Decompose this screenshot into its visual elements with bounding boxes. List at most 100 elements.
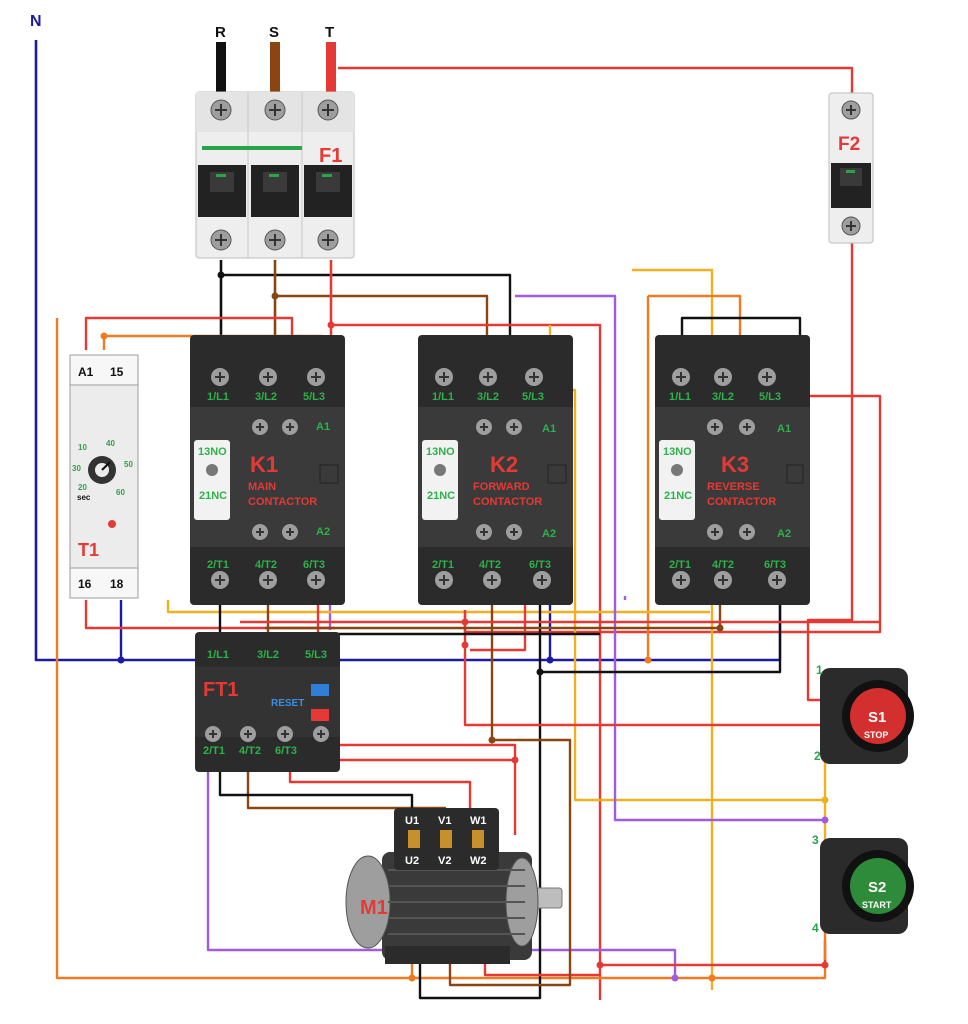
black-h-run	[540, 600, 782, 674]
motor-w1: W1	[470, 815, 487, 827]
k1-term-5l3: 5/L3	[303, 391, 325, 403]
purple-wire-1	[515, 294, 825, 822]
timer-label: T1	[78, 540, 99, 560]
neutral-wire	[34, 40, 195, 662]
k3-term-3l2: 3/L2	[712, 391, 734, 403]
k2-coil-a2: A2	[542, 528, 556, 540]
timer-terminal-a1: A1	[78, 365, 94, 379]
timer-t1[interactable]: A1 15 16 18 10 20 30 40 50 60 sec T1	[69, 354, 139, 599]
k2-aux-no: 13NO	[426, 446, 455, 458]
timer-dial[interactable]	[88, 456, 116, 484]
red-run-2	[320, 743, 517, 835]
timer-dial-10: 10	[78, 443, 87, 452]
timer-orange-bottom	[55, 318, 414, 980]
k2-screws	[435, 368, 551, 589]
k2-term-3l2: 3/L2	[477, 391, 499, 403]
phase-s-label: S	[269, 24, 279, 41]
motor-u1: U1	[405, 815, 419, 827]
k2-aux-nc: 21NC	[427, 490, 455, 502]
ft1-reset-label: RESET	[271, 698, 304, 709]
k3-id: K3	[721, 452, 749, 477]
yellow-wire-3	[166, 600, 710, 614]
k3-coil-a2: A2	[777, 528, 791, 540]
f1-screws	[210, 99, 339, 251]
junction-dots	[100, 271, 829, 982]
k2-term-1l1: 1/L1	[432, 391, 454, 403]
k1-top-screws	[211, 368, 325, 589]
phase-s-k2-wire	[275, 294, 489, 340]
k3-name-2: CONTACTOR	[707, 496, 776, 508]
stop-term-2: 2	[814, 749, 821, 763]
start-button-name: START	[862, 900, 892, 910]
k1-term-1l1: 1/L1	[207, 391, 229, 403]
phase-r-k2-wire	[221, 273, 512, 340]
ft1-term-6t3: 6/T3	[275, 745, 297, 757]
timer-dial-50: 50	[124, 460, 133, 469]
k2-name-2: CONTACTOR	[473, 496, 542, 508]
f1-label: F1	[319, 145, 342, 167]
overload-ft1[interactable]: 1/L1 3/L2 5/L3 FT1 RESET 2/T1 4/T2 6/T3	[195, 632, 340, 772]
start-button-s2[interactable]: S2 START 3 4	[812, 833, 914, 935]
contactor-k1[interactable]: 13NO 21NC 1/L1 3/L2 5/L3 2/T1 4/T2 6/T3 …	[190, 335, 345, 605]
neutral-k3-wire	[550, 600, 782, 662]
motor-terminal-lugs	[408, 830, 484, 848]
phase-r-label: R	[215, 24, 226, 41]
k1-term-6t3: 6/T3	[303, 559, 325, 571]
ft1-reset-button[interactable]	[311, 684, 329, 696]
k1-aux-no: 13NO	[198, 446, 227, 458]
timer-dial-20: 20	[78, 483, 87, 492]
phase-t-f2-wire	[338, 66, 854, 95]
motor-label: M1	[360, 897, 388, 919]
k2-term-6t3: 6/T3	[529, 559, 551, 571]
ft1-term-3l2: 3/L2	[257, 649, 279, 661]
start-button-id: S2	[868, 879, 886, 896]
start-term-4: 4	[812, 921, 819, 935]
k1-coil-a2: A2	[316, 526, 330, 538]
k3-term-1l1: 1/L1	[669, 391, 691, 403]
stop-button-cap[interactable]	[850, 688, 906, 744]
motor-m1[interactable]: U1 V1 W1 U2 V2 W2 M1	[345, 808, 563, 964]
k1-id: K1	[250, 452, 278, 477]
timer-red-wire	[84, 316, 294, 350]
timer-dial-unit: sec	[77, 493, 91, 502]
motor-v1: V1	[438, 815, 451, 827]
neutral-label: N	[30, 13, 42, 30]
motor-v2: V2	[438, 855, 451, 867]
contactor-k3[interactable]: 13NO 21NC 1/L1 3/L2 5/L3 2/T1 4/T2 6/T3 …	[655, 335, 810, 605]
phase-t-label: T	[325, 24, 334, 41]
ft1-term-5l3: 5/L3	[305, 649, 327, 661]
k2-term-5l3: 5/L3	[522, 391, 544, 403]
k1-term-4t2: 4/T2	[255, 559, 277, 571]
k3-screws	[672, 368, 786, 589]
stop-button-s1[interactable]: S1 STOP 1 2	[814, 663, 914, 764]
k1-aux-nc: 21NC	[199, 490, 227, 502]
supply-phases: R S T	[215, 24, 336, 94]
k2-term-4t2: 4/T2	[479, 559, 501, 571]
f1-toggles[interactable]	[198, 165, 352, 217]
k2-id: K2	[490, 452, 518, 477]
k3-name-1: REVERSE	[707, 481, 760, 493]
start-term-3: 3	[812, 833, 819, 847]
timer-terminal-15: 15	[110, 365, 124, 379]
start-button-cap[interactable]	[850, 858, 906, 914]
k3-coil-a1: A1	[777, 423, 791, 435]
f1-breaker[interactable]: F1	[195, 91, 355, 259]
brown-run-1	[448, 600, 572, 987]
k1-name-2: CONTACTOR	[248, 496, 317, 508]
timer-terminal-18: 18	[110, 577, 124, 591]
stop-term-1: 1	[816, 663, 823, 677]
contactor-k2[interactable]: 13NO 21NC 1/L1 3/L2 5/L3 2/T1 4/T2 6/T3 …	[418, 335, 573, 605]
ft1-screws	[205, 726, 329, 742]
stop-button-name: STOP	[864, 730, 888, 740]
ft1-label: FT1	[203, 679, 239, 701]
timer-led	[108, 520, 116, 528]
timer-dial-30: 30	[72, 464, 81, 473]
phase-t-k2-wire	[331, 323, 602, 1000]
f2-stop-wire	[806, 240, 854, 702]
ft1-term-4t2: 4/T2	[239, 745, 261, 757]
ft1-stop-button[interactable]	[311, 709, 329, 721]
k3-term-2t1: 2/T1	[669, 559, 691, 571]
k3-aux-no: 13NO	[663, 446, 692, 458]
f2-breaker[interactable]: F2	[828, 92, 874, 244]
